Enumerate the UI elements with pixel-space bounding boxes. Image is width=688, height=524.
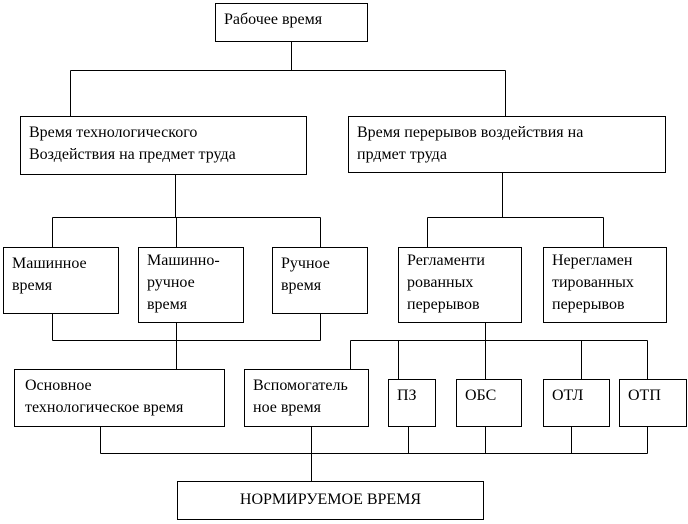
root-box: Рабочее время — [215, 3, 368, 42]
normed-time-box: НОРМИРУЕМОЕ ВРЕМЯ — [177, 481, 484, 520]
pz-box: ПЗ — [388, 379, 436, 427]
otp-box: ОТП — [619, 379, 687, 427]
otl-box: ОТЛ — [543, 379, 610, 427]
auxiliary-time-box: Вспомогатель ное время — [244, 369, 369, 427]
machine-time-box: Машинное время — [3, 247, 119, 314]
regulated-breaks-box: Регламенти рованных перерывов — [398, 247, 522, 323]
unregulated-breaks-box: Нерегламен тированных перерывов — [543, 247, 667, 323]
main-tech-time-box: Основное технологическое время — [14, 369, 225, 427]
machine-manual-time-box: Машинно- ручное время — [138, 247, 244, 323]
manual-time-box: Ручное время — [272, 247, 368, 314]
obs-box: ОБС — [456, 379, 522, 427]
breaks-box: Время перерывов воздействия на прдмет тр… — [348, 116, 666, 173]
tech-impact-box: Время технологического Воздействия на пр… — [20, 116, 307, 175]
